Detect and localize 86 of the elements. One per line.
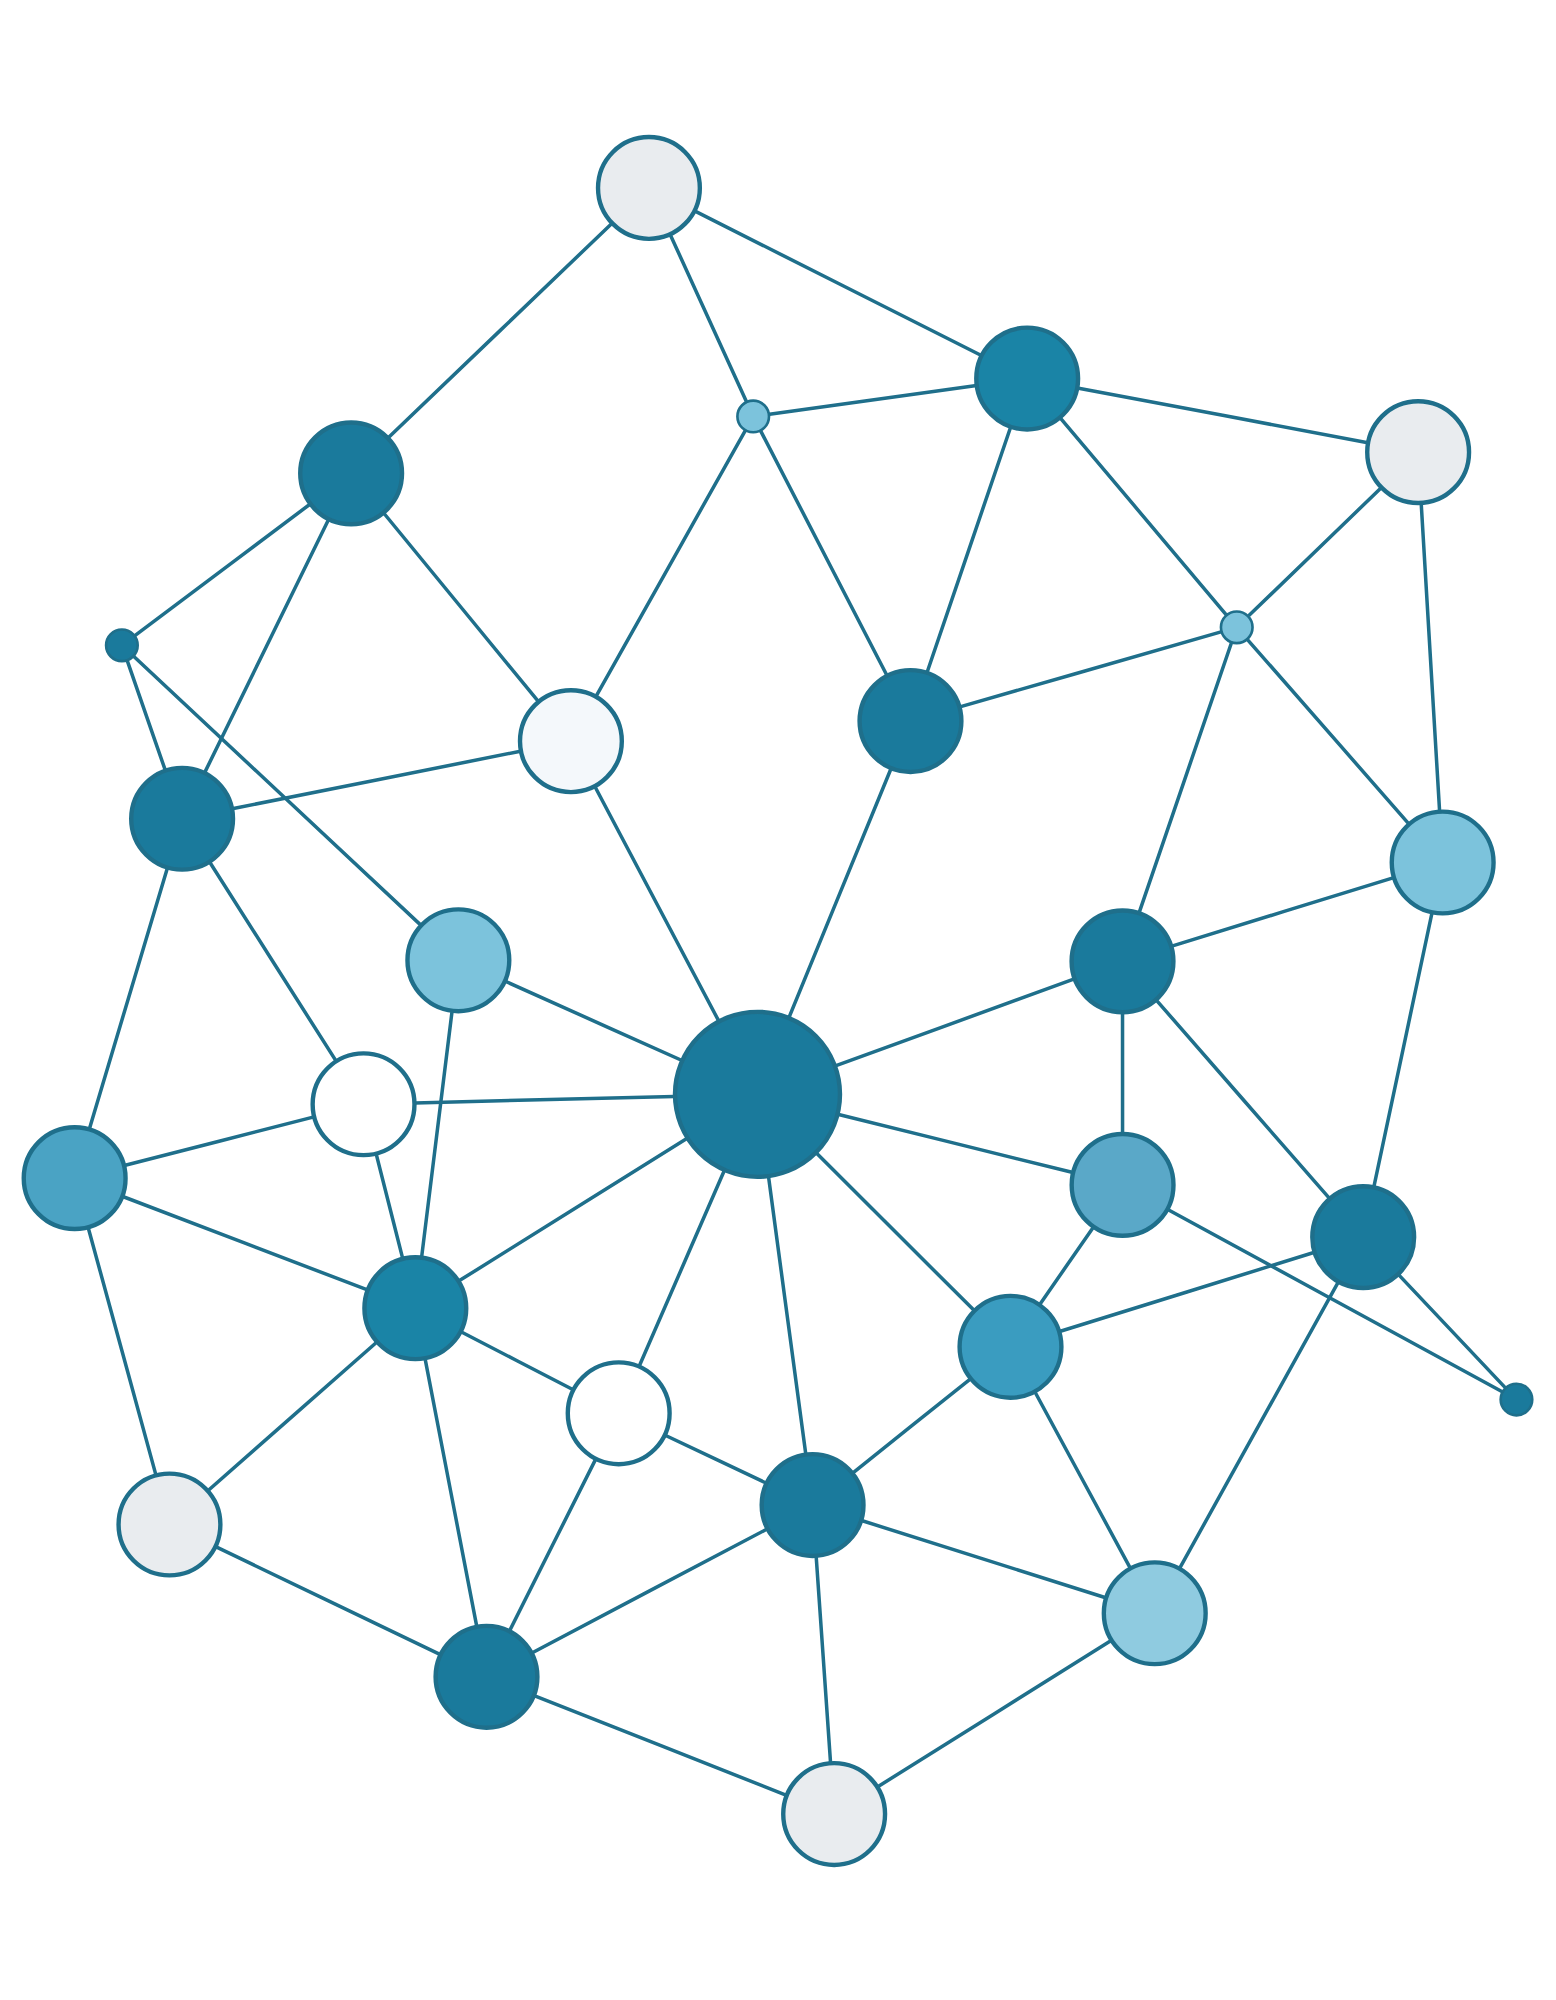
- connector: [766, 1175, 808, 1454]
- connector: [1076, 385, 1369, 444]
- node-person: [1069, 1130, 1176, 1237]
- connector: [206, 1340, 378, 1492]
- connector: [387, 221, 614, 439]
- connector: [122, 1193, 369, 1291]
- connector: [123, 1114, 315, 1167]
- node-person: [116, 1470, 223, 1577]
- node-person: [1069, 907, 1176, 1014]
- connector: [837, 1111, 1074, 1174]
- connector: [133, 501, 312, 636]
- connector: [693, 208, 983, 357]
- connector: [86, 1226, 158, 1475]
- node-person: [857, 666, 964, 774]
- node-circle: [1219, 609, 1254, 644]
- node-person: [433, 1622, 540, 1729]
- connector: [504, 978, 683, 1062]
- connector: [1177, 1279, 1341, 1569]
- connector: [1137, 640, 1234, 913]
- connector: [925, 425, 1013, 673]
- connector: [664, 1432, 768, 1484]
- connector: [87, 866, 170, 1129]
- node-person: [974, 324, 1081, 431]
- connector: [125, 659, 167, 770]
- connector: [1155, 997, 1331, 1199]
- connector: [594, 428, 747, 697]
- node-person: [129, 764, 236, 871]
- connector: [208, 860, 338, 1061]
- node-person: [957, 1292, 1064, 1399]
- connector: [457, 1135, 689, 1282]
- node-person: [781, 1759, 888, 1867]
- connector: [382, 510, 540, 702]
- node-circle: [1499, 1381, 1534, 1416]
- connector: [637, 1168, 727, 1366]
- node-person: [517, 687, 624, 794]
- connector: [460, 1329, 575, 1391]
- connector: [531, 1526, 768, 1654]
- connector: [959, 629, 1222, 708]
- connector: [814, 1555, 833, 1763]
- node-person: [595, 133, 703, 241]
- node-circle: [104, 627, 139, 662]
- connector: [759, 429, 889, 676]
- connector: [876, 1638, 1113, 1788]
- connector: [593, 784, 721, 1021]
- node-person: [1389, 808, 1496, 915]
- connector: [231, 748, 521, 810]
- connector: [419, 1009, 454, 1257]
- node-person: [21, 1124, 128, 1231]
- node-person: [405, 906, 512, 1013]
- connector: [787, 766, 893, 1018]
- connector: [834, 976, 1075, 1067]
- node-person: [672, 1008, 843, 1178]
- connector: [203, 517, 331, 773]
- connector: [415, 1093, 675, 1104]
- node-person: [1365, 398, 1472, 505]
- connector: [851, 1376, 972, 1474]
- connector: [668, 232, 748, 402]
- connector: [1397, 1272, 1507, 1389]
- connector: [860, 1517, 1107, 1599]
- connector: [1166, 1206, 1504, 1393]
- connector: [1245, 637, 1411, 825]
- node-person: [362, 1254, 469, 1361]
- node-circle: [736, 398, 771, 433]
- connector: [214, 1544, 442, 1656]
- connector: [1120, 1011, 1125, 1133]
- connector: [1033, 1389, 1132, 1568]
- connector: [132, 654, 423, 926]
- connector: [533, 1692, 788, 1796]
- node-person: [298, 419, 405, 526]
- connector: [769, 382, 977, 415]
- node-person: [759, 1450, 866, 1558]
- connector: [1059, 1249, 1316, 1333]
- connector: [423, 1357, 479, 1626]
- connector: [1419, 502, 1442, 811]
- node-person: [310, 1050, 417, 1157]
- connector: [1171, 874, 1395, 947]
- connector: [374, 1152, 405, 1259]
- node-person: [1101, 1559, 1208, 1666]
- connector: [1372, 911, 1434, 1186]
- node-person: [565, 1359, 672, 1466]
- node-person: [1310, 1183, 1417, 1290]
- connector: [1038, 1225, 1095, 1305]
- connector: [814, 1150, 976, 1311]
- connector: [1247, 485, 1383, 617]
- connector: [1058, 415, 1228, 615]
- connector: [507, 1457, 598, 1631]
